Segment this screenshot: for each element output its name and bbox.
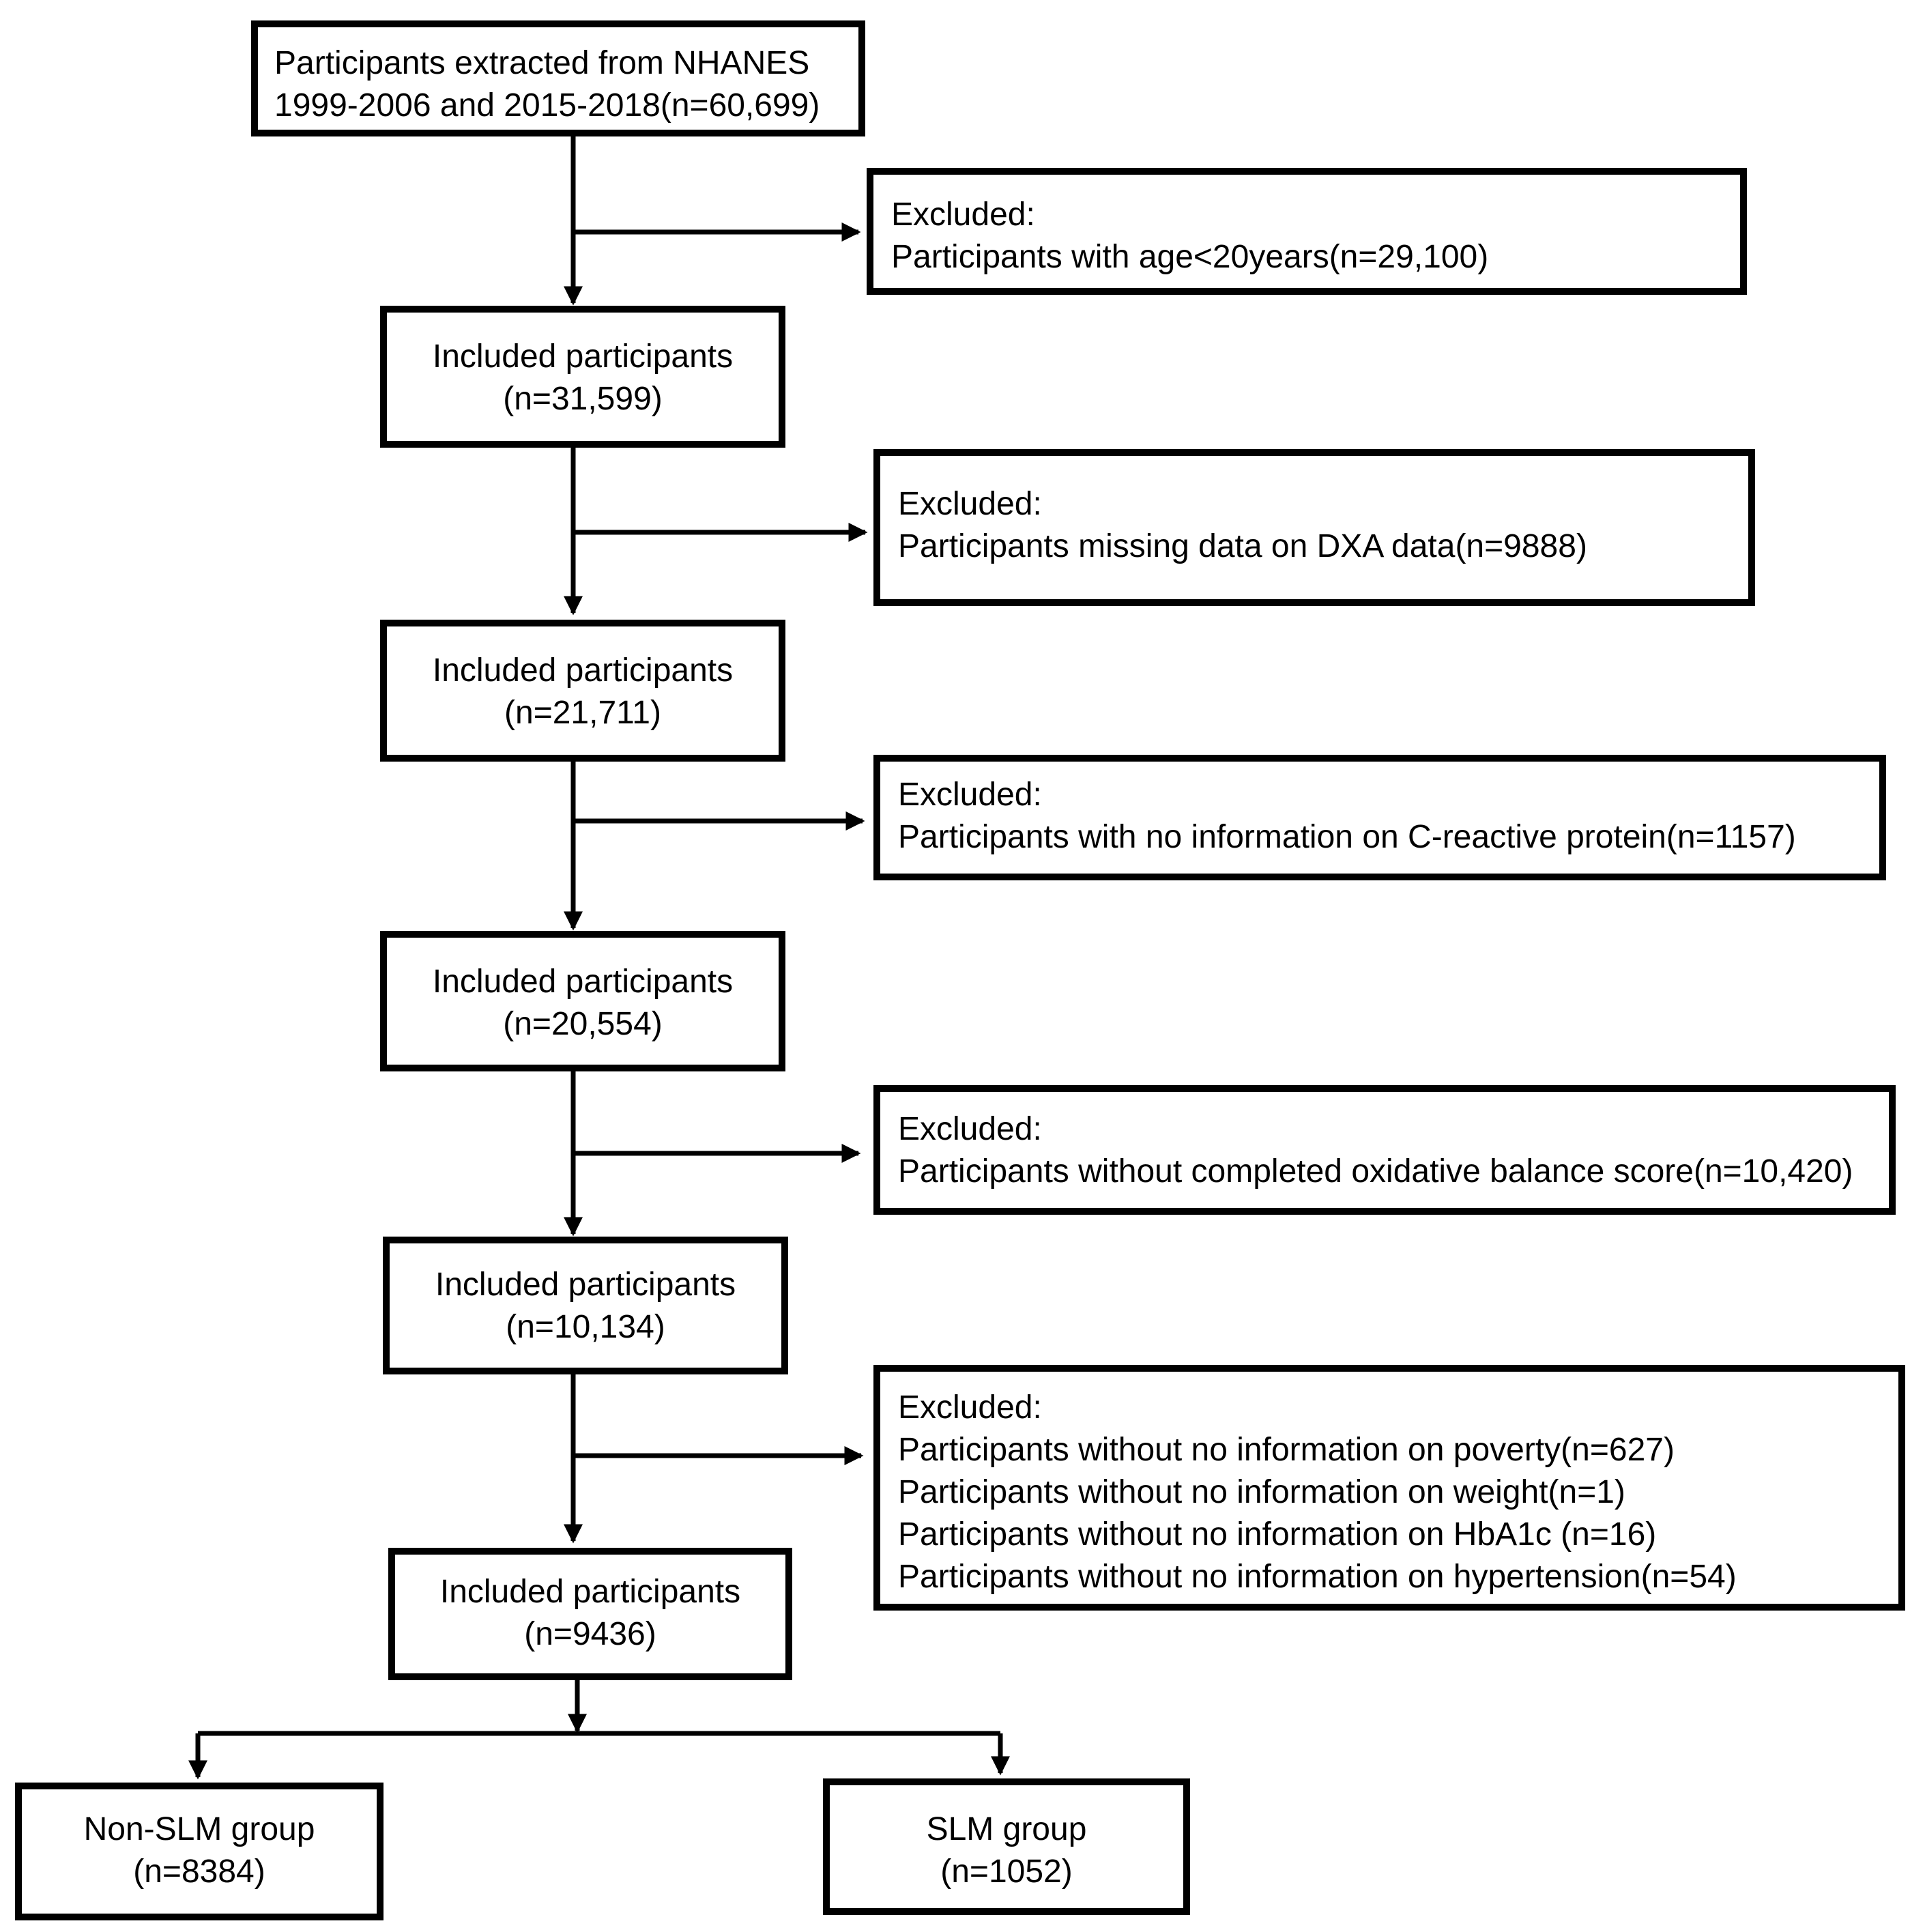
group-count: (n=8384) [133, 1854, 265, 1890]
excluded-reason: Participants without no information on H… [898, 1516, 1657, 1553]
included-box-2: Included participants (n=21,711) [380, 620, 785, 762]
excluded-box-5: Excluded: Participants without no inform… [873, 1365, 1905, 1611]
included-count: (n=10,134) [506, 1309, 665, 1345]
group-count: (n=1052) [940, 1854, 1073, 1890]
included-count: (n=20,554) [503, 1006, 663, 1042]
excluded-title: Excluded: [891, 197, 1035, 233]
included-count: (n=21,711) [504, 695, 661, 731]
group-label: SLM group [926, 1811, 1087, 1847]
included-box-1: Included participants (n=31,599) [380, 306, 785, 448]
excluded-title: Excluded: [898, 777, 1042, 813]
excluded-reason: Participants without no information on h… [898, 1559, 1737, 1595]
included-box-3: Included participants (n=20,554) [380, 931, 785, 1071]
excluded-reason: Participants without no information on p… [898, 1432, 1675, 1468]
included-label: Included participants [432, 338, 734, 375]
included-count: (n=31,599) [503, 381, 663, 417]
excluded-title: Excluded: [898, 486, 1042, 522]
included-count: (n=9436) [524, 1616, 656, 1652]
included-label: Included participants [435, 1267, 736, 1303]
excluded-reason: Participants with age<20years(n=29,100) [891, 239, 1489, 275]
included-box-4: Included participants (n=10,134) [383, 1237, 788, 1374]
start-line-1: Participants extracted from NHANES [274, 45, 810, 81]
excluded-reason: Participants missing data on DXA data(n=… [898, 528, 1587, 564]
included-label: Included participants [432, 652, 734, 689]
excluded-box-3: Excluded: Participants with no informati… [873, 755, 1886, 880]
non-slm-group-box: Non-SLM group (n=8384) [15, 1783, 383, 1920]
start-line-2: 1999-2006 and 2015-2018(n=60,699) [274, 87, 820, 124]
excluded-reason: Participants without no information on w… [898, 1474, 1625, 1510]
included-label: Included participants [439, 1574, 741, 1610]
excluded-reason: Participants with no information on C-re… [898, 819, 1796, 855]
group-label: Non-SLM group [83, 1811, 315, 1847]
excluded-box-4: Excluded: Participants without completed… [873, 1085, 1896, 1215]
excluded-title: Excluded: [898, 1111, 1042, 1147]
slm-group-box: SLM group (n=1052) [823, 1778, 1190, 1915]
included-box-5: Included participants (n=9436) [388, 1548, 792, 1680]
excluded-title: Excluded: [898, 1389, 1042, 1426]
excluded-box-1: Excluded: Participants with age<20years(… [867, 168, 1747, 295]
excluded-reason: Participants without completed oxidative… [898, 1153, 1853, 1190]
included-label: Included participants [432, 964, 734, 1000]
excluded-box-2: Excluded: Participants missing data on D… [873, 449, 1755, 606]
start-box: Participants extracted from NHANES 1999-… [251, 20, 865, 136]
